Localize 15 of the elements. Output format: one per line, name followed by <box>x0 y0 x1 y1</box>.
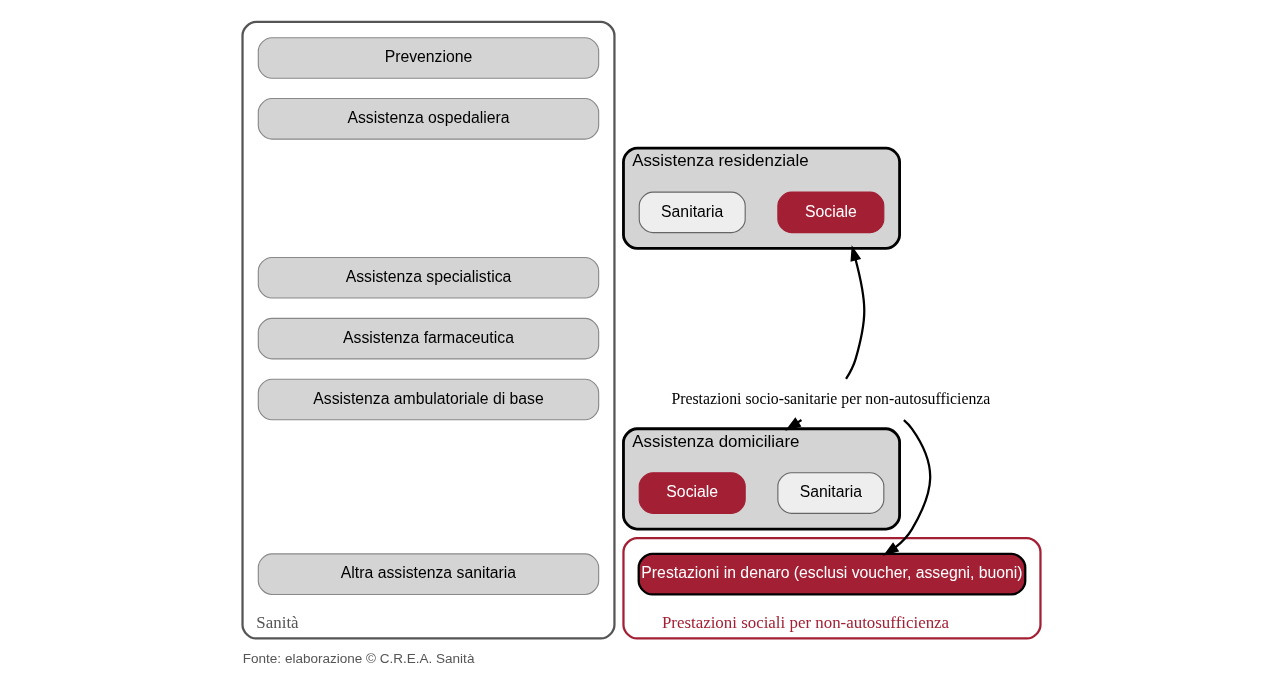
node-box: Assistenza farmaceutica <box>257 317 599 360</box>
arrow <box>844 245 865 380</box>
node-text: Prestazioni socio-sanitarie per non-autosufficienza <box>670 389 990 407</box>
node-box: Prevenzione <box>257 37 599 79</box>
node-box: Sociale <box>638 472 746 514</box>
node-box: Sanitaria <box>638 191 746 234</box>
node-box: Assistenza specialistica <box>257 256 599 299</box>
node-box: Assistenza ambulatoriale di base <box>257 378 599 421</box>
node-box: Sanitaria <box>776 472 884 514</box>
node-box: Sociale <box>776 191 884 234</box>
node-box: Altra assistenza sanitaria <box>257 553 599 596</box>
node-box: Prestazioni in denaro (esclusi voucher, assegni, buoni) <box>637 552 1026 596</box>
caption: Fonte: elaborazione © C.R.E.A. Sanità <box>242 650 474 666</box>
arrow <box>882 419 931 556</box>
node-box: Assistenza ospedaliera <box>257 98 599 140</box>
